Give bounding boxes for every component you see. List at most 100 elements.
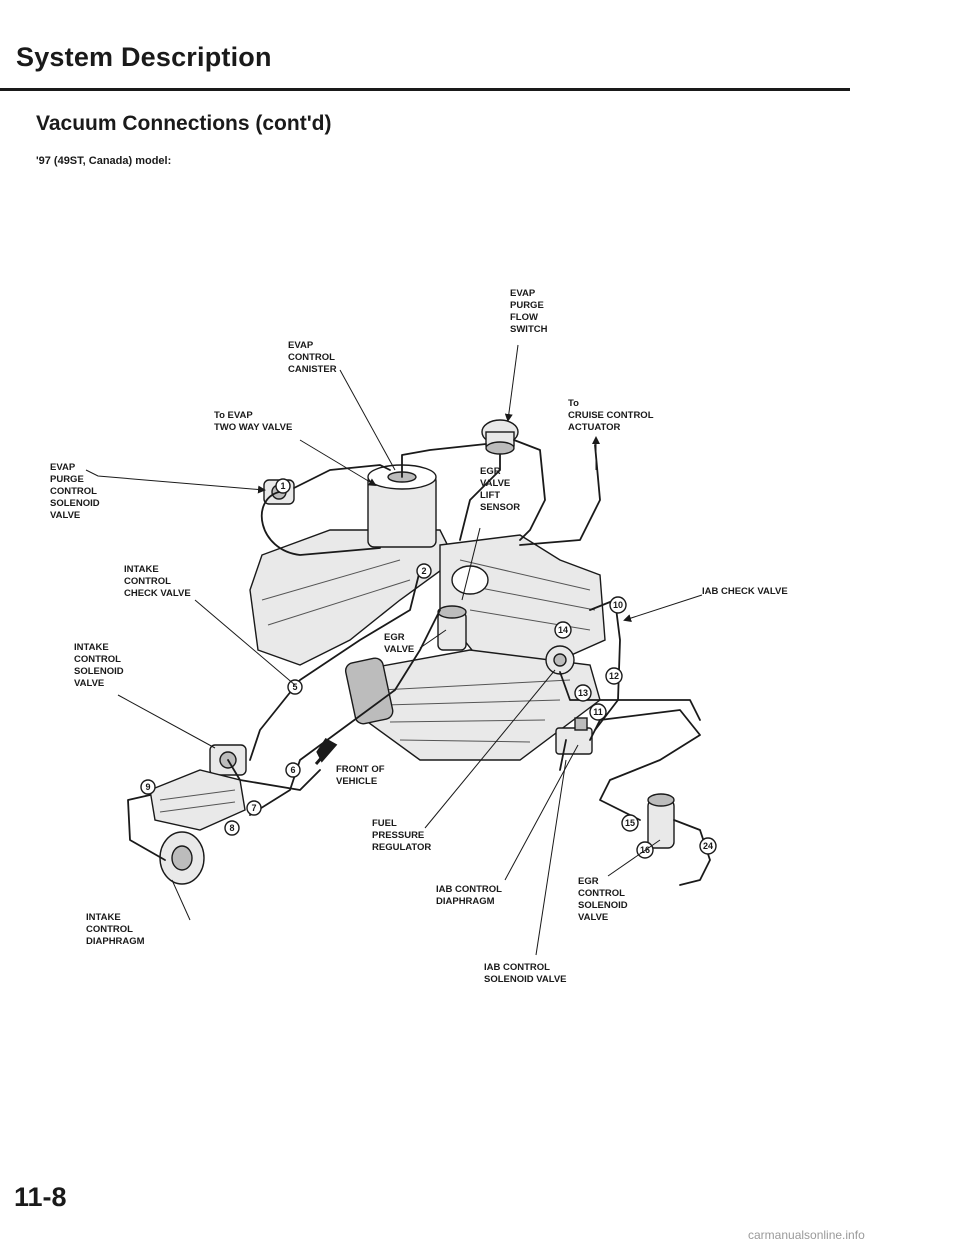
label-to-cruise-control-actuator: To CRUISE CONTROL ACTUATOR [568, 398, 656, 433]
intake-control-diaphragm-part [159, 831, 205, 885]
hose-number-7: 7 [246, 800, 262, 816]
hose-number-11-text: 11 [593, 707, 603, 717]
front-of-vehicle-arrow-icon [314, 738, 338, 765]
label-line: REGULATOR [372, 842, 431, 853]
vacuum-tank-part [149, 769, 246, 831]
label-line: CRUISE CONTROL [568, 410, 654, 421]
label-egr-control-solenoid-valve: EGR CONTROL SOLENOID VALVE [578, 876, 630, 923]
label-to-evap-two-way-valve: To EVAP TWO WAY VALVE [214, 410, 292, 433]
label-line: CONTROL [74, 654, 121, 665]
label-line: VALVE [578, 912, 608, 923]
label-intake-control-check-valve: INTAKE CONTROL CHECK VALVE [124, 564, 191, 599]
label-line: To EVAP [214, 410, 253, 421]
label-line: SOLENOID [74, 666, 124, 677]
hose-number-2: 2 [416, 563, 432, 579]
label-line: CHECK VALVE [124, 588, 191, 599]
label-line: ACTUATOR [568, 422, 621, 433]
label-line: FLOW [510, 312, 538, 323]
page-title: System Description [16, 42, 272, 72]
hose-number-24-text: 24 [703, 841, 713, 851]
label-iab-control-solenoid-valve: IAB CONTROL SOLENOID VALVE [484, 962, 567, 985]
label-intake-control-solenoid-valve: INTAKE CONTROL SOLENOID VALVE [74, 642, 126, 689]
label-iab-control-diaphragm: IAB CONTROL DIAPHRAGM [436, 884, 504, 907]
label-line: PURGE [50, 474, 84, 485]
label-line: DIAPHRAGM [436, 896, 495, 907]
label-line: VEHICLE [336, 776, 377, 787]
hose-number-9: 9 [140, 779, 156, 795]
hose-number-1: 1 [275, 478, 291, 494]
label-line: CONTROL [124, 576, 171, 587]
leader-lines [85, 344, 703, 956]
page-number: 11-8 [14, 1182, 67, 1212]
hose-number-13-text: 13 [578, 688, 588, 698]
hose-number-2-text: 2 [421, 566, 426, 576]
label-line: To [568, 398, 579, 409]
label-line: VALVE [384, 644, 414, 655]
label-line: EVAP [50, 462, 76, 473]
hose-number-1-text: 1 [280, 481, 285, 491]
label-intake-control-diaphragm: INTAKE CONTROL DIAPHRAGM [86, 912, 145, 947]
egr-control-solenoid-part [647, 793, 675, 849]
label-line: PRESSURE [372, 830, 424, 841]
air-intake-duct-part [249, 529, 456, 666]
label-line: SOLENOID [50, 498, 100, 509]
label-line: FRONT OF [336, 764, 385, 775]
hose-number-7-text: 7 [251, 803, 256, 813]
label-line: IAB CHECK VALVE [702, 586, 788, 597]
hose-number-14: 14 [554, 621, 572, 639]
hose-number-14-text: 14 [558, 625, 568, 635]
label-evap-purge-flow-switch: EVAP PURGE FLOW SWITCH [510, 288, 548, 335]
hose-number-13: 13 [574, 684, 592, 702]
label-line: CANISTER [288, 364, 337, 375]
hose-number-6-text: 6 [290, 765, 295, 775]
watermark: carmanualsonline.info [748, 1228, 865, 1242]
hose-number-5-text: 5 [292, 682, 297, 692]
header-rule [0, 88, 850, 91]
evap-control-canister-part [367, 464, 437, 548]
label-line: SENSOR [480, 502, 520, 513]
label-line: VALVE [480, 478, 510, 489]
label-line: SOLENOID [578, 900, 628, 911]
label-line: CONTROL [578, 888, 625, 899]
hose-number-24: 24 [699, 837, 717, 855]
hose-number-8-text: 8 [229, 823, 234, 833]
label-line: TWO WAY VALVE [214, 422, 292, 433]
model-note: '97 (49ST, Canada) model: [36, 155, 172, 167]
label-line: CONTROL [86, 924, 133, 935]
section-title: Vacuum Connections (cont'd) [36, 112, 332, 135]
label-line: CONTROL [288, 352, 335, 363]
label-front-of-vehicle: FRONT OF VEHICLE [336, 764, 387, 787]
hose-number-12: 12 [605, 667, 623, 685]
label-fuel-pressure-regulator: FUEL PRESSURE REGULATOR [372, 818, 431, 853]
fuel-pressure-regulator-part [545, 645, 575, 675]
hose-number-15: 15 [621, 814, 639, 832]
label-line: FUEL [372, 818, 397, 829]
label-line: INTAKE [74, 642, 109, 653]
label-egr-valve-lift-sensor: EGR VALVE LIFT SENSOR [480, 466, 520, 513]
label-line: EVAP [510, 288, 536, 299]
label-line: VALVE [74, 678, 104, 689]
hose-number-5: 5 [287, 679, 303, 695]
label-line: DIAPHRAGM [86, 936, 145, 947]
label-line: CONTROL [50, 486, 97, 497]
evap-purge-flow-switch-part [481, 419, 519, 455]
label-line: EGR [480, 466, 501, 477]
label-line: INTAKE [86, 912, 121, 923]
hose-number-8: 8 [224, 820, 240, 836]
label-line: EVAP [288, 340, 314, 351]
label-line: EGR [384, 632, 405, 643]
label-line: EGR [578, 876, 599, 887]
label-line: VALVE [50, 510, 80, 521]
label-evap-control-canister: EVAP CONTROL CANISTER [288, 340, 337, 375]
hose-number-11: 11 [589, 703, 607, 721]
hose-number-6: 6 [285, 762, 301, 778]
hose-number-10-text: 10 [613, 600, 623, 610]
label-evap-purge-control-solenoid-valve: EVAP PURGE CONTROL SOLENOID VALVE [50, 462, 102, 521]
label-line: IAB CONTROL [436, 884, 502, 895]
label-line: LIFT [480, 490, 500, 501]
vacuum-hoses [127, 439, 711, 886]
label-iab-check-valve: IAB CHECK VALVE [702, 586, 788, 597]
label-egr-valve: EGR VALVE [384, 632, 414, 655]
label-line: IAB CONTROL [484, 962, 550, 973]
